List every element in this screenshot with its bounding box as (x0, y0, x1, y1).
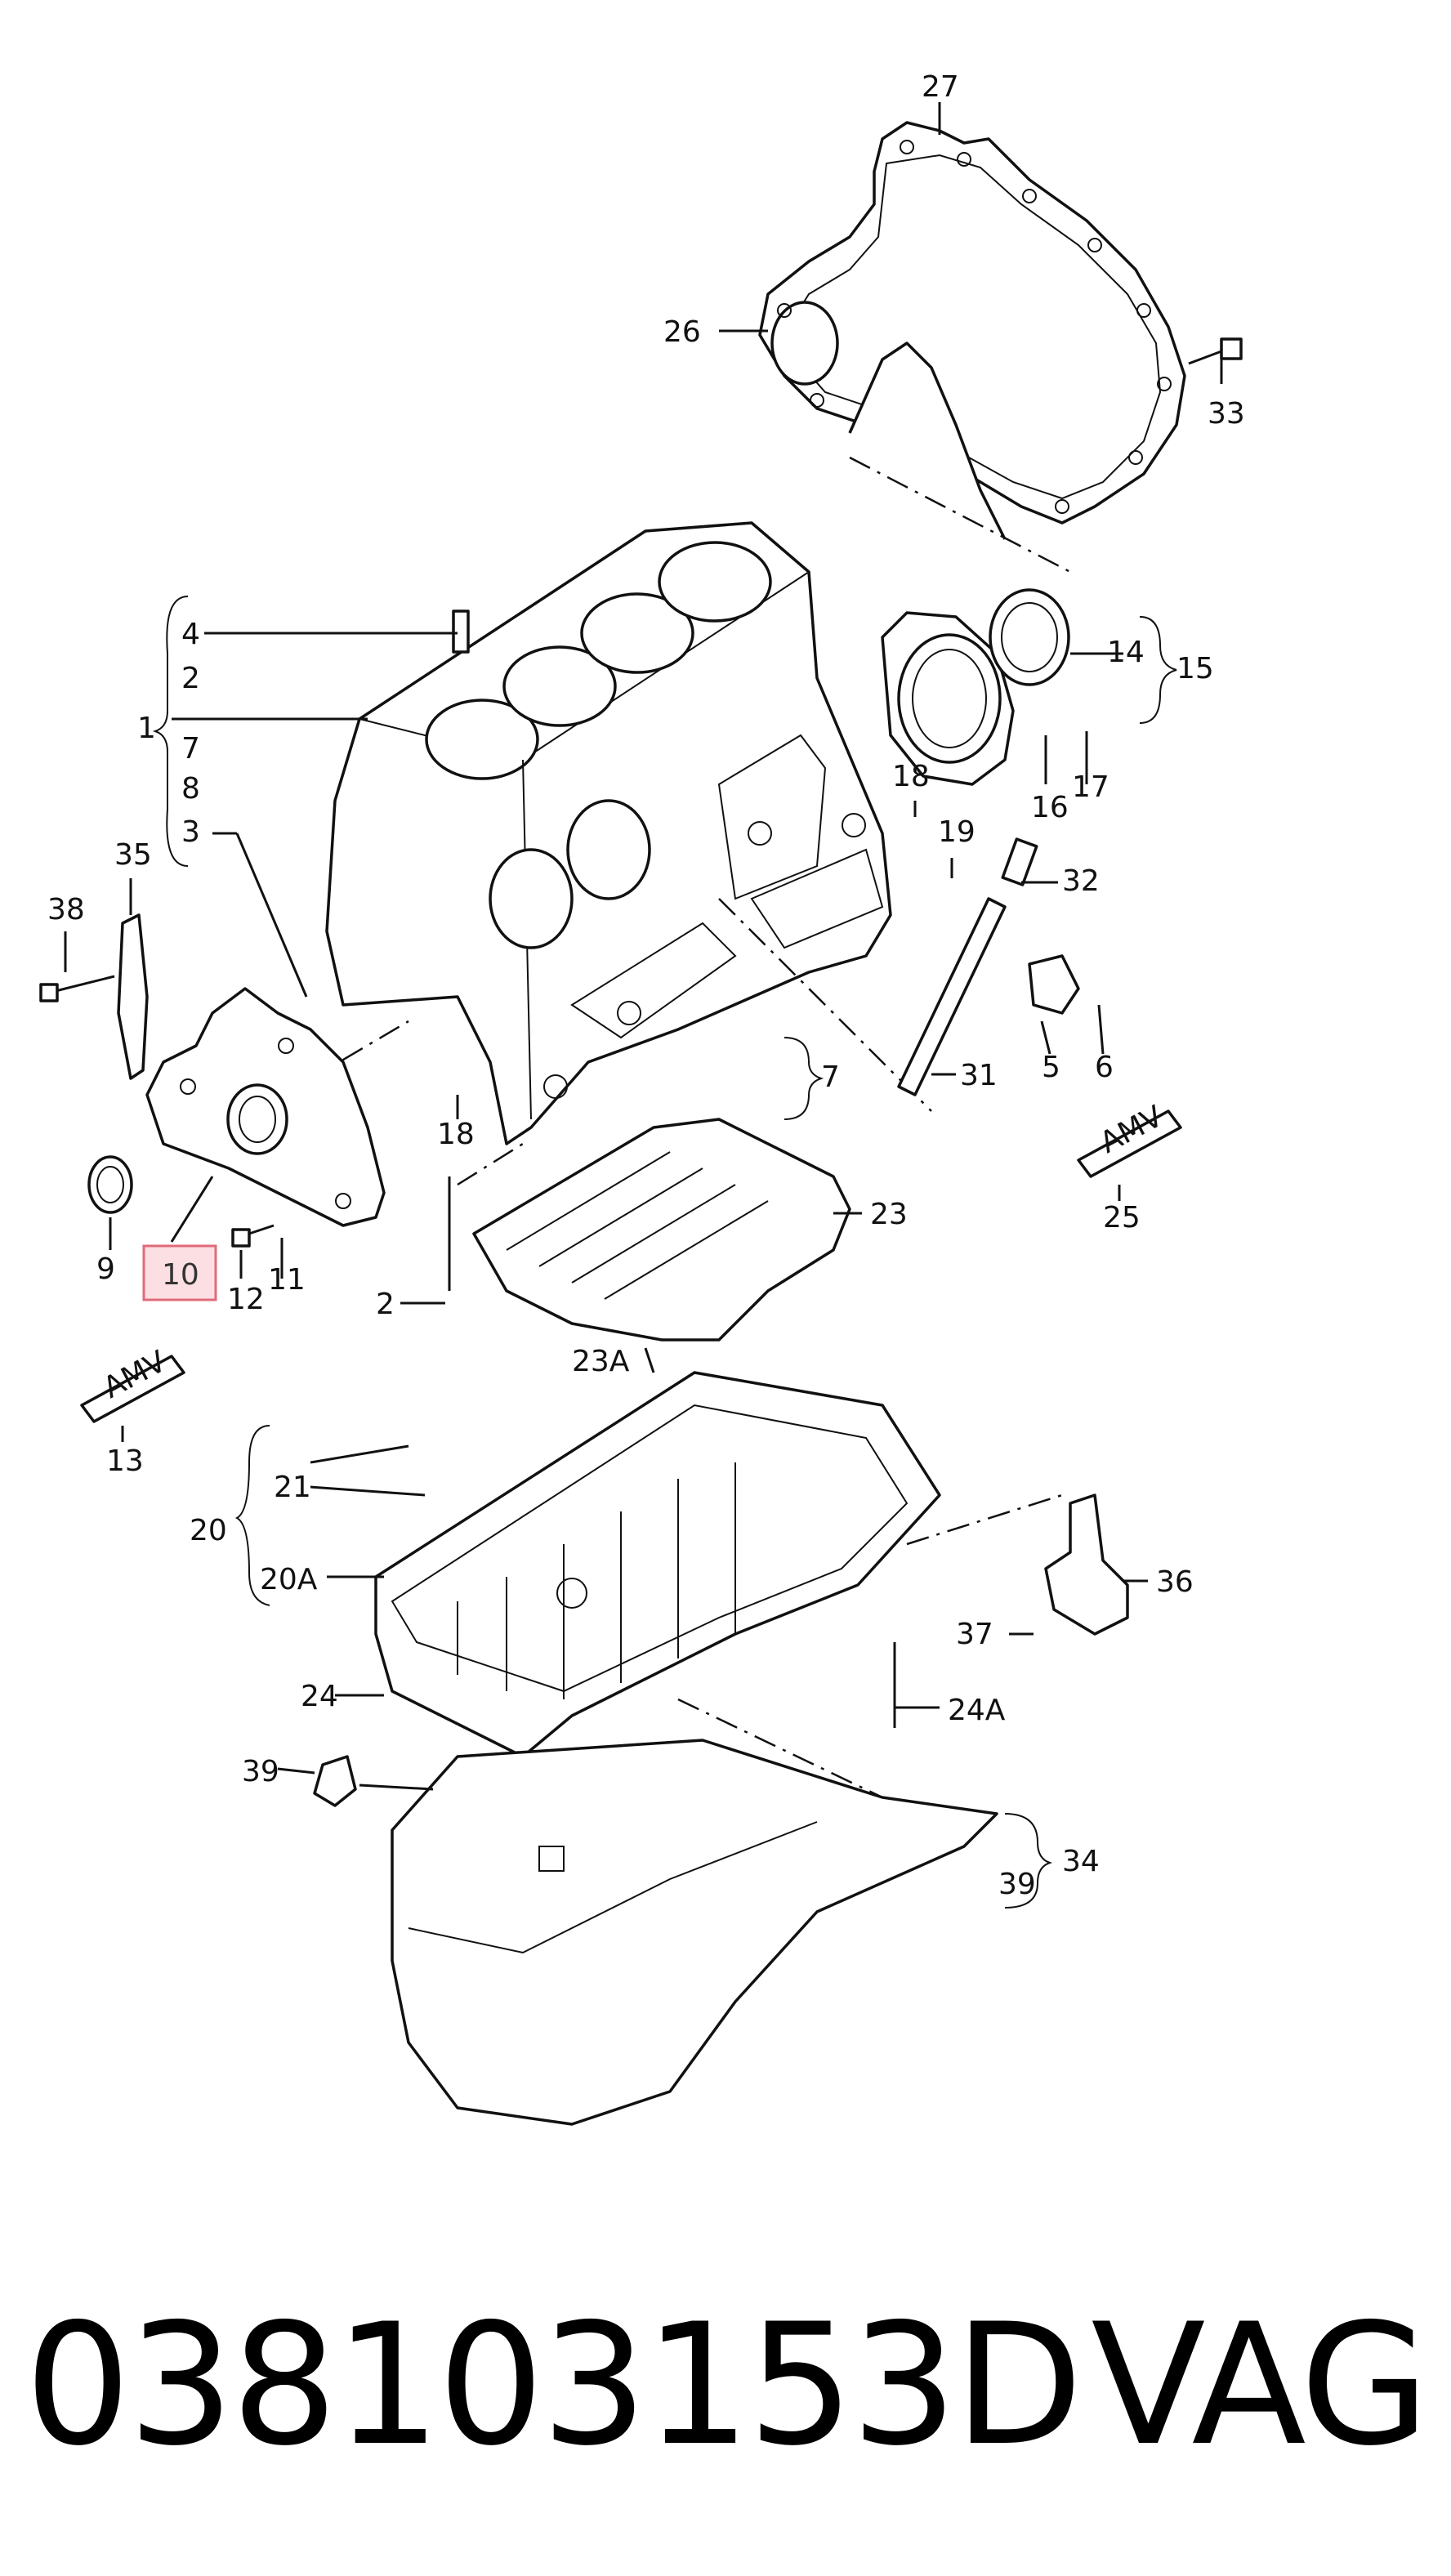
sealant-tube-25: AMV (1077, 1100, 1182, 1178)
oil-pan-20 (374, 1371, 941, 1758)
lower-pan-34 (391, 1739, 998, 2126)
bolt-12 (231, 1224, 275, 1248)
callout-25: 25 (1103, 1201, 1141, 1234)
bolt-38 (39, 975, 115, 1002)
callout-11: 11 (268, 1263, 306, 1297)
callout-9: 9 (96, 1252, 115, 1286)
callout-4: 4 (181, 618, 200, 651)
rear-seal-flange (881, 588, 1070, 786)
stud-4 (452, 609, 470, 654)
callout-6: 6 (1095, 1051, 1114, 1084)
callout-19: 19 (938, 815, 976, 849)
sealant-tube-13: AMV (80, 1345, 185, 1423)
callout-34: 34 (1062, 1845, 1100, 1878)
callout-39: 39 (242, 1755, 279, 1788)
callout-labels: 27 26 33 4 2 1 7 8 3 14 15 16 17 18 19 3… (47, 70, 1245, 1901)
engine-block (325, 521, 892, 1145)
part-number: 038103153D (25, 2288, 1083, 2483)
callout-2: 2 (181, 662, 200, 695)
callout-2b: 2 (376, 1288, 395, 1321)
callout-31: 31 (960, 1059, 998, 1092)
callout-37: 37 (956, 1618, 993, 1651)
callout-35: 35 (114, 838, 152, 872)
highlight-box-10 (142, 1244, 217, 1301)
callout-20: 20 (190, 1514, 227, 1547)
callout-14: 14 (1107, 636, 1145, 669)
callout-20A: 20A (260, 1563, 318, 1596)
callout-24: 24 (301, 1680, 338, 1713)
bracket-35 (117, 913, 149, 1080)
callout-5: 5 (1042, 1051, 1060, 1084)
exploded-parts-diagram: AMV AMV (39, 70, 1245, 2126)
callout-33: 33 (1208, 397, 1245, 431)
callout-23: 23 (870, 1198, 908, 1231)
callout-10: 10 (162, 1258, 199, 1292)
callout-3: 3 (181, 815, 200, 849)
callout-38: 38 (47, 893, 85, 926)
callout-12: 12 (227, 1283, 265, 1316)
part-caption: 038103153D VAG (25, 2279, 1430, 2492)
baffle-23 (472, 1118, 851, 1342)
front-cover-10 (145, 987, 386, 1227)
callout-15: 15 (1176, 652, 1214, 685)
callout-17: 17 (1072, 770, 1109, 804)
seal-9 (87, 1155, 133, 1214)
bolt-33 (1188, 337, 1243, 365)
callout-32: 32 (1062, 864, 1100, 898)
callout-21: 21 (274, 1471, 311, 1504)
callout-24A: 24A (948, 1694, 1006, 1727)
callout-27: 27 (922, 70, 959, 104)
callout-18: 18 (892, 760, 930, 793)
callout-1: 1 (137, 712, 156, 745)
cover-plate (758, 121, 1186, 540)
callout-26: 26 (663, 315, 701, 349)
callout-13: 13 (106, 1444, 144, 1478)
dipstick-31 (897, 897, 1007, 1096)
callout-7b: 7 (821, 1060, 840, 1094)
callout-7: 7 (181, 732, 200, 766)
callout-8: 8 (181, 772, 200, 806)
leader-lines (64, 102, 1223, 1909)
callout-16: 16 (1031, 791, 1069, 824)
callout-18b: 18 (437, 1118, 475, 1151)
sender-32 (1001, 837, 1038, 886)
callout-23A: 23A (572, 1345, 630, 1378)
brand-name: VAG (1091, 2288, 1430, 2483)
callout-36: 36 (1156, 1565, 1194, 1599)
sensor-5 (1028, 954, 1080, 1015)
plug-39 (313, 1755, 357, 1807)
sensor-36 (1044, 1493, 1129, 1636)
callout-39b: 39 (998, 1868, 1036, 1901)
